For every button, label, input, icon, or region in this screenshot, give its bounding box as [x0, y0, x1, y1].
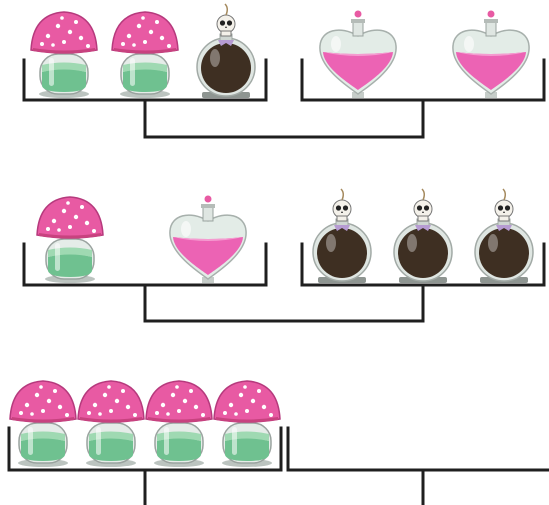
mushroom-jar-item[interactable] [78, 381, 144, 467]
connector-row1 [145, 100, 423, 137]
mushroom-jar-item[interactable] [10, 381, 76, 467]
heart-potion-item[interactable] [170, 196, 246, 284]
connector-row2 [145, 285, 423, 321]
mushroom-jar-item[interactable] [112, 12, 178, 98]
shelf-row3-right [288, 428, 549, 470]
skull-flask-item[interactable] [475, 189, 533, 283]
skull-flask-item[interactable] [394, 189, 452, 283]
mushroom-jar-item[interactable] [146, 381, 212, 467]
mushroom-jar-item[interactable] [214, 381, 280, 467]
skull-flask-item[interactable] [197, 4, 255, 98]
mushroom-jar-item[interactable] [37, 197, 103, 283]
heart-potion-item[interactable] [320, 11, 396, 99]
skull-flask-item[interactable] [313, 189, 371, 283]
mushroom-jar-item[interactable] [31, 12, 97, 98]
heart-potion-item[interactable] [453, 11, 529, 99]
